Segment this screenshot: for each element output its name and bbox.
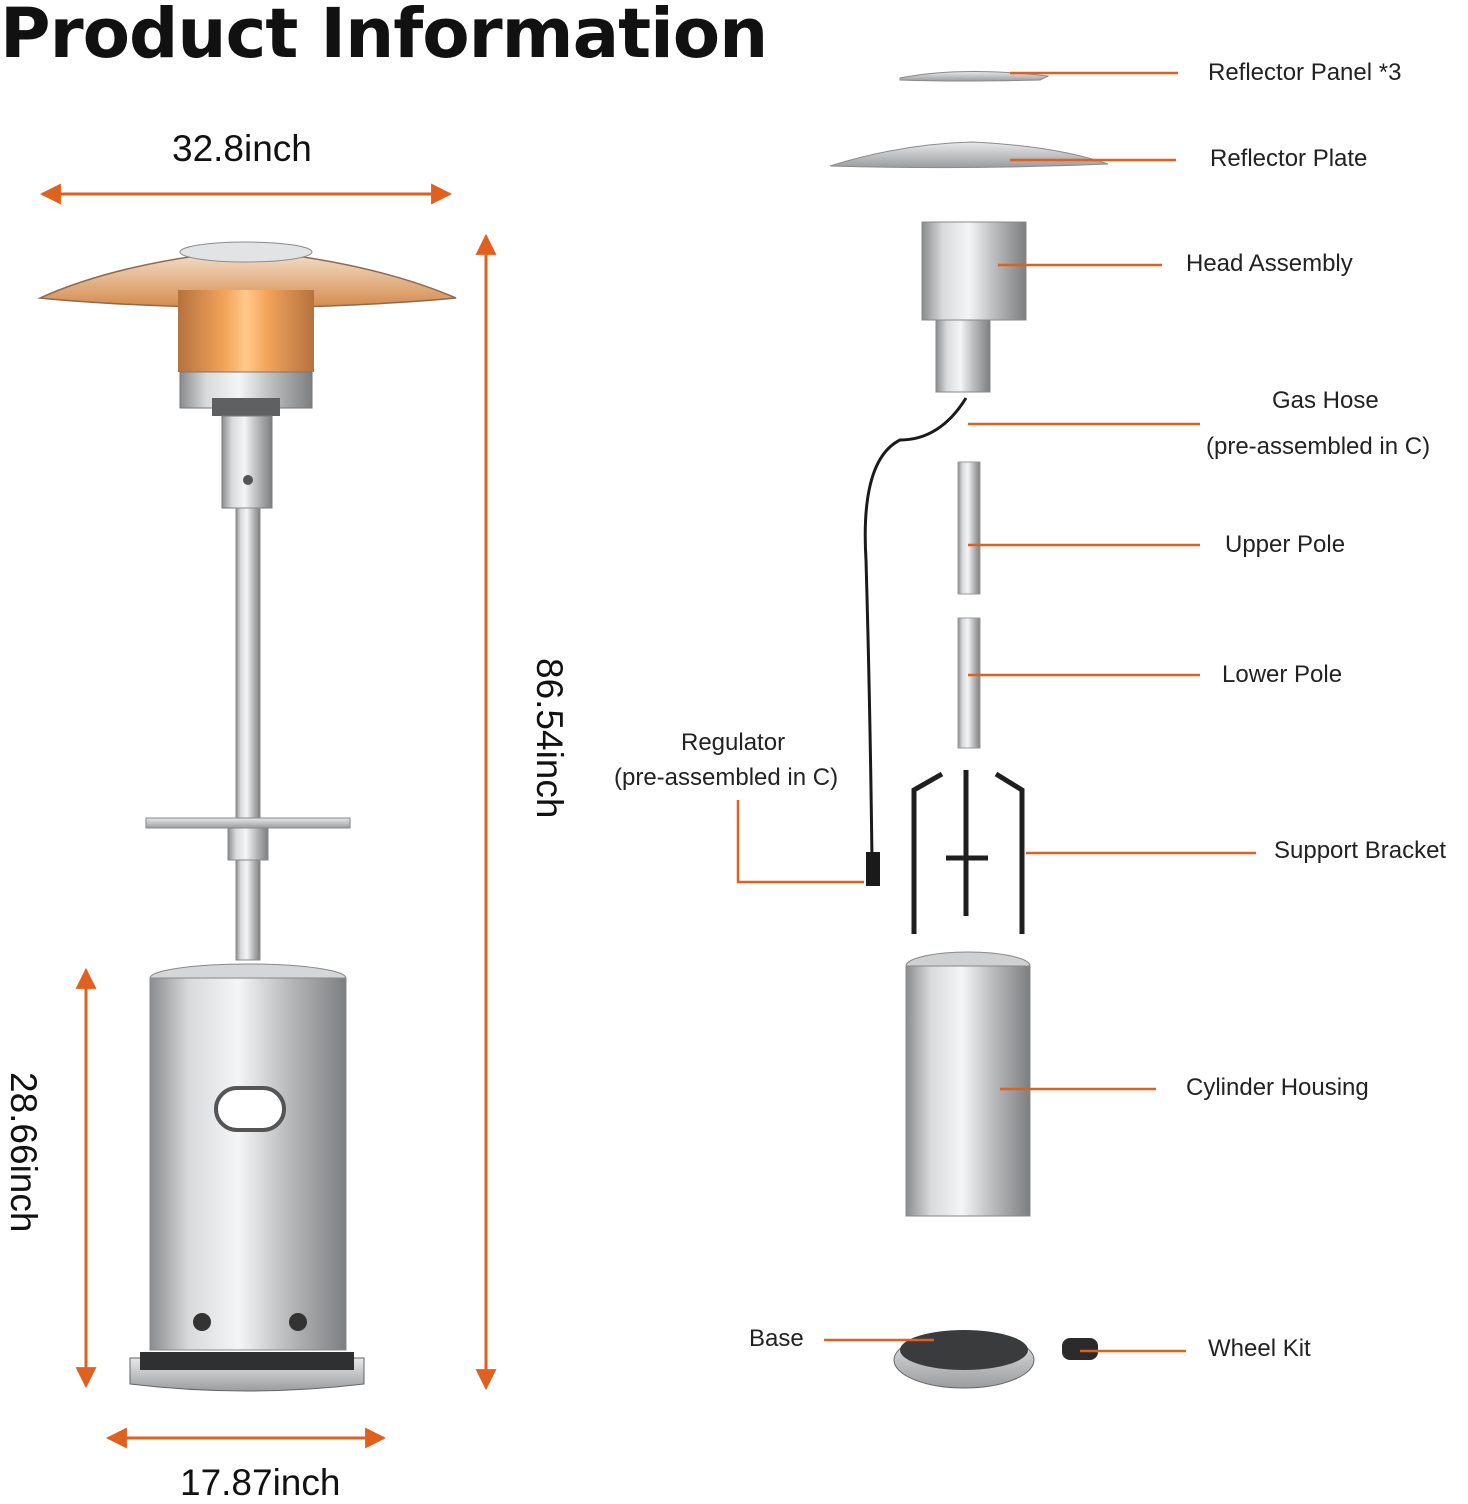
heater-head — [178, 290, 314, 372]
label-support-bracket: Support Bracket — [1274, 837, 1447, 864]
cylinder-height-label: 28.66inch — [3, 1072, 44, 1233]
dimension-arrows — [39, 183, 497, 1449]
top-width-label: 32.8inch — [172, 128, 312, 169]
heater-cylinder — [149, 977, 347, 1351]
exploded-parts — [829, 70, 1109, 1389]
part-reflector-plate — [829, 141, 1109, 169]
part-gas-hose — [863, 397, 968, 861]
heater-vent-hole — [289, 1313, 307, 1331]
label-upper-pole: Upper Pole — [1225, 531, 1346, 558]
heater-burner-grille — [212, 398, 280, 416]
label-base: Base — [749, 1325, 804, 1352]
label-regulator: Regulator — [681, 729, 786, 756]
heater-knob — [243, 475, 253, 485]
total-height-label: 86.54inch — [529, 658, 570, 819]
part-upper-pole — [957, 461, 981, 595]
leader-lines — [736, 71, 1256, 1353]
label-reflector-panel: Reflector Panel *3 — [1208, 59, 1402, 86]
heater-base-ring — [140, 1352, 354, 1370]
part-base-top — [900, 1330, 1028, 1370]
label-gas-hose-note: (pre-assembled in C) — [1206, 433, 1431, 460]
part-support-bracket — [911, 770, 1025, 934]
part-cylinder — [905, 965, 1031, 1217]
label-wheel-kit: Wheel Kit — [1208, 1335, 1311, 1362]
leader-regulator — [736, 800, 864, 884]
heater-table — [145, 817, 351, 829]
label-regulator-note: (pre-assembled in C) — [614, 764, 839, 791]
label-gas-hose: Gas Hose — [1272, 387, 1379, 414]
part-regulator — [866, 852, 880, 886]
part-lower-pole — [957, 617, 981, 749]
part-wheel-kit — [1062, 1338, 1098, 1360]
part-head-cage — [921, 221, 1027, 321]
heater-table-collar — [227, 827, 269, 861]
base-width-label: 17.87inch — [180, 1462, 341, 1503]
heater-hood-top — [179, 241, 313, 263]
heater-cylinder-window — [214, 1086, 286, 1132]
label-cylinder-housing: Cylinder Housing — [1186, 1074, 1369, 1101]
part-head-box — [935, 319, 991, 393]
label-reflector-plate: Reflector Plate — [1210, 145, 1368, 172]
label-lower-pole: Lower Pole — [1222, 661, 1343, 688]
label-head-assembly: Head Assembly — [1186, 250, 1353, 277]
heater-pole — [235, 507, 261, 961]
heater-vent-hole — [193, 1313, 211, 1331]
page-title: Product Information — [0, 0, 768, 74]
assembled-heater — [37, 241, 457, 1392]
heater-reflector — [37, 249, 457, 309]
heater-control-box — [221, 415, 273, 509]
